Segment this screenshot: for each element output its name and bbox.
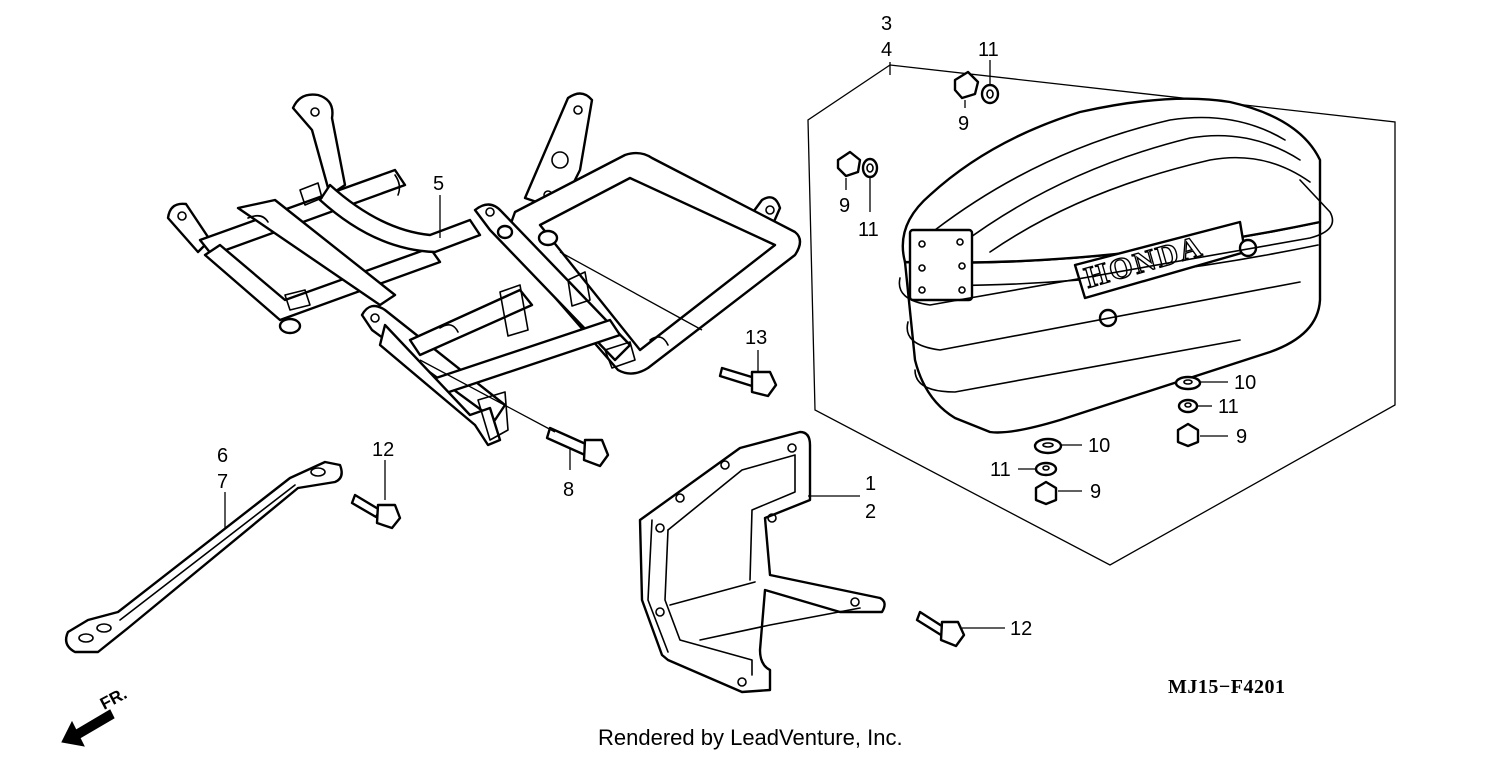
credit-text: Rendered by LeadVenture, Inc. <box>598 725 903 750</box>
callout-12-left: 12 <box>372 439 394 461</box>
nut-9-right[interactable] <box>1176 422 1200 448</box>
callout-7: 7 <box>217 471 228 493</box>
callout-6: 6 <box>217 445 228 467</box>
callout-9-left: 9 <box>839 195 850 217</box>
callout-3: 3 <box>881 13 892 35</box>
stay-bar[interactable] <box>64 460 343 654</box>
callout-9-top: 9 <box>958 113 969 135</box>
diagram-code: MJ15−F4201 <box>1168 676 1286 698</box>
fr-label: FR. <box>97 684 130 714</box>
arrow-icon <box>61 709 115 747</box>
leader-lines <box>224 60 1228 629</box>
saddlebag-case[interactable]: HONDA <box>898 97 1334 434</box>
saddlebag-assembly-outline <box>807 64 1396 566</box>
washer-10-right[interactable] <box>1174 375 1202 391</box>
callout-8: 8 <box>563 479 574 501</box>
nut-9-bottom[interactable] <box>1034 480 1058 506</box>
washer-11-right[interactable] <box>1177 398 1199 414</box>
callout-11-right: 11 <box>1218 396 1239 418</box>
mounting-frame[interactable] <box>166 92 802 447</box>
callout-13: 13 <box>745 327 767 349</box>
bracket[interactable] <box>638 430 886 694</box>
callout-10-right: 10 <box>1234 372 1256 394</box>
callout-11-bottom: 11 <box>990 459 1011 481</box>
bolt-13[interactable] <box>718 366 778 398</box>
bolt-8[interactable] <box>545 426 610 468</box>
callout-5: 5 <box>433 173 444 195</box>
callout-9-right: 9 <box>1236 426 1247 448</box>
callout-4: 4 <box>881 39 892 61</box>
front-direction-marker: FR. <box>61 684 130 747</box>
washer-11-left[interactable] <box>861 157 879 179</box>
callout-9-bottom: 9 <box>1090 481 1101 503</box>
callout-11-top: 11 <box>978 39 999 61</box>
washer-11-bottom[interactable] <box>1034 461 1058 477</box>
washer-11-top[interactable] <box>980 83 1000 105</box>
washer-10-bottom[interactable] <box>1033 437 1063 455</box>
callout-2: 2 <box>865 501 876 523</box>
bolt-12-left[interactable] <box>350 493 402 530</box>
callout-12-right: 12 <box>1010 618 1032 640</box>
callout-1: 1 <box>865 473 876 495</box>
bolt-12-right[interactable] <box>915 610 966 648</box>
callout-10-bottom: 10 <box>1088 435 1110 457</box>
nut-9-top[interactable] <box>953 70 980 100</box>
nut-9-left[interactable] <box>836 150 862 178</box>
callout-11-left: 11 <box>858 219 879 241</box>
callouts: 3 4 11 9 9 11 5 13 8 12 6 7 1 2 12 10 11… <box>217 13 1256 640</box>
